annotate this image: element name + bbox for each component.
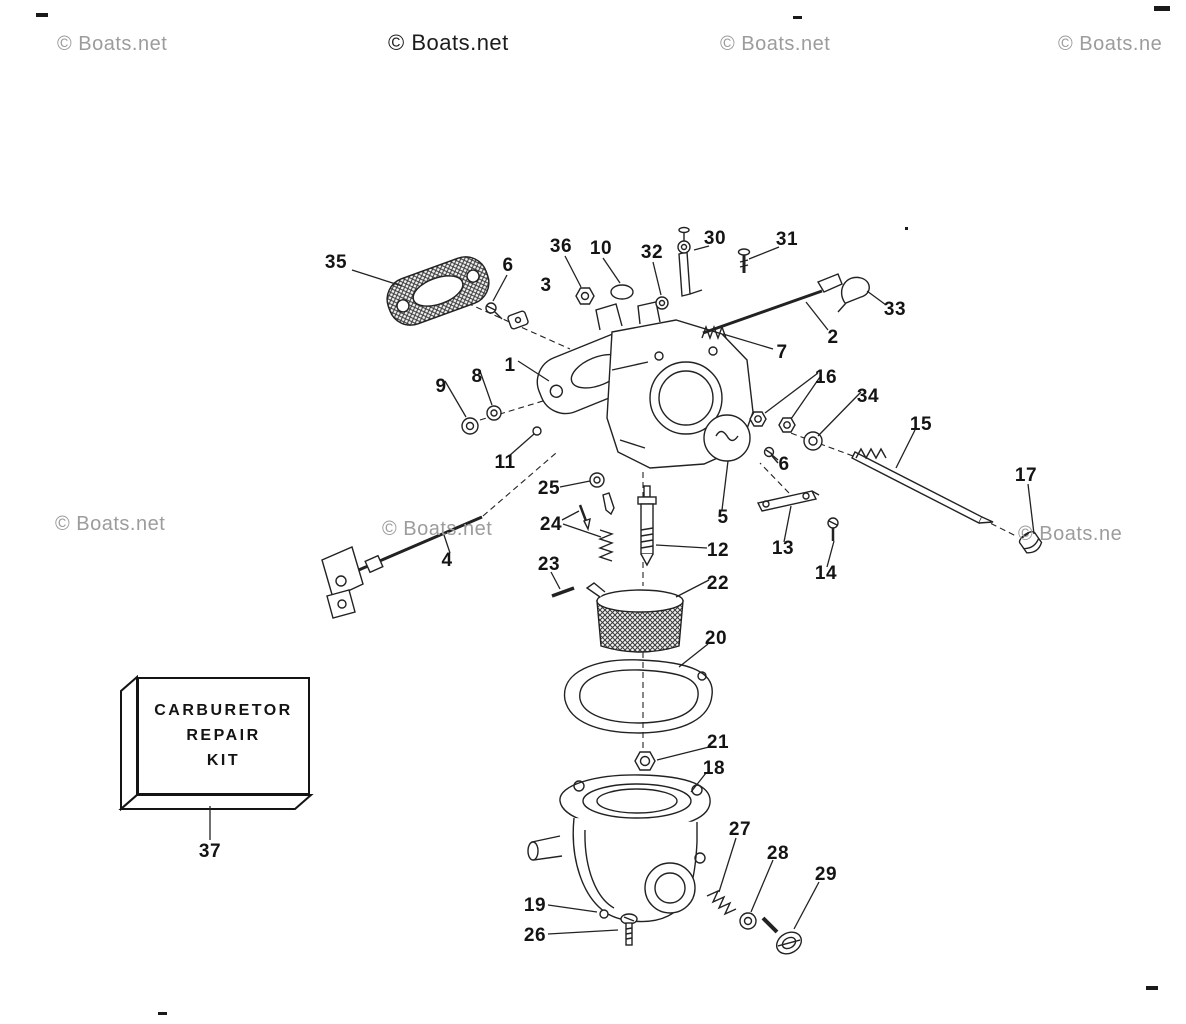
- part-label: 2: [827, 327, 839, 348]
- drain-plug-29: [761, 916, 803, 955]
- part-label: 34: [856, 386, 880, 407]
- part-label: 27: [728, 819, 752, 840]
- gasket-20: [563, 659, 713, 734]
- gasket-35: [386, 256, 490, 326]
- screw-31: [737, 248, 751, 273]
- part-label: 6: [502, 255, 514, 276]
- seat-25: [589, 472, 615, 516]
- nozzle-12: [637, 485, 657, 567]
- watermark: © Boats.net: [720, 33, 831, 55]
- spring-27: [706, 889, 737, 916]
- part-label: 26: [523, 925, 547, 946]
- nut-36: [575, 287, 595, 305]
- part-label: 7: [776, 342, 788, 363]
- lever-shaft-4: [321, 515, 483, 619]
- part-label: 4: [441, 550, 453, 571]
- bracket-13: [756, 490, 820, 512]
- part-label: 8: [471, 366, 483, 387]
- ball-19: [599, 909, 609, 919]
- part-label: 32: [640, 242, 664, 263]
- part-label: 17: [1014, 465, 1038, 486]
- plate-3: [507, 310, 529, 330]
- shaft-2: [702, 273, 843, 335]
- filter-22: [585, 582, 684, 653]
- part-label: 14: [814, 563, 838, 584]
- needle-spring-24: [578, 504, 614, 562]
- part-label: 19: [523, 895, 547, 916]
- ball-11: [532, 426, 542, 436]
- nuts-16: [749, 411, 796, 433]
- part-label: 21: [706, 732, 730, 753]
- repair-kit-box: CARBURETOR REPAIR KIT: [137, 677, 310, 795]
- part-label: 11: [494, 452, 516, 473]
- part-label: 36: [549, 236, 573, 257]
- washer-32: [655, 296, 669, 310]
- part-label: 3: [540, 275, 552, 296]
- part-label: 31: [775, 229, 799, 250]
- part-label: 6: [778, 454, 790, 475]
- part-label: 13: [771, 538, 795, 559]
- part-label: 29: [814, 864, 838, 885]
- link-30: [677, 226, 703, 297]
- screw-26: [620, 913, 638, 946]
- watermark: © Boats.ne: [1018, 523, 1123, 545]
- part-label: 20: [704, 628, 728, 649]
- kit-box-spine: [118, 674, 314, 812]
- part-label: 16: [814, 367, 838, 388]
- watermark: © Boats.net: [55, 513, 166, 535]
- part-label: 23: [537, 554, 561, 575]
- spring-7: [701, 324, 727, 341]
- float-bowl-18: [527, 774, 711, 923]
- repair-kit-line: CARBURETOR: [154, 702, 293, 719]
- part-label: 28: [766, 843, 790, 864]
- part-label: 33: [883, 299, 907, 320]
- clip-33: [837, 276, 870, 313]
- part-label: 15: [909, 414, 933, 435]
- part-label: 37: [198, 841, 222, 862]
- scan-artifacts: [36, 6, 1170, 1015]
- part-label: 5: [717, 507, 729, 528]
- part-label: 22: [706, 573, 730, 594]
- part-label: 1: [504, 355, 516, 376]
- plug-17: [1018, 530, 1043, 554]
- repair-kit-line: KIT: [206, 752, 241, 769]
- screw-14: [827, 517, 839, 541]
- part-label: 30: [703, 228, 727, 249]
- part-label: 25: [537, 478, 561, 499]
- part-label: 10: [589, 238, 613, 259]
- washer-9: [461, 417, 479, 435]
- leader-lines: [209, 245, 1035, 935]
- part-label: 12: [706, 540, 730, 561]
- washer-8: [486, 405, 502, 421]
- nut-21: [634, 751, 656, 771]
- screw-6-upper: [485, 302, 503, 320]
- washer-28: [739, 912, 757, 930]
- part-label: 35: [324, 252, 348, 273]
- watermark: © Boats.net: [57, 33, 168, 55]
- pin-23: [551, 586, 575, 598]
- needle-15: [851, 447, 994, 524]
- watermark: © Boats.net: [382, 518, 493, 540]
- part-label: 9: [435, 376, 447, 397]
- cover-disc-5: [703, 414, 751, 462]
- watermark: © Boats.net: [388, 30, 509, 55]
- watermark: © Boats.ne: [1058, 33, 1163, 55]
- part-label: 24: [539, 514, 563, 535]
- part-label: 18: [702, 758, 726, 779]
- cap-10: [610, 284, 634, 300]
- repair-kit-line: REPAIR: [186, 727, 261, 744]
- washer-34: [803, 431, 823, 451]
